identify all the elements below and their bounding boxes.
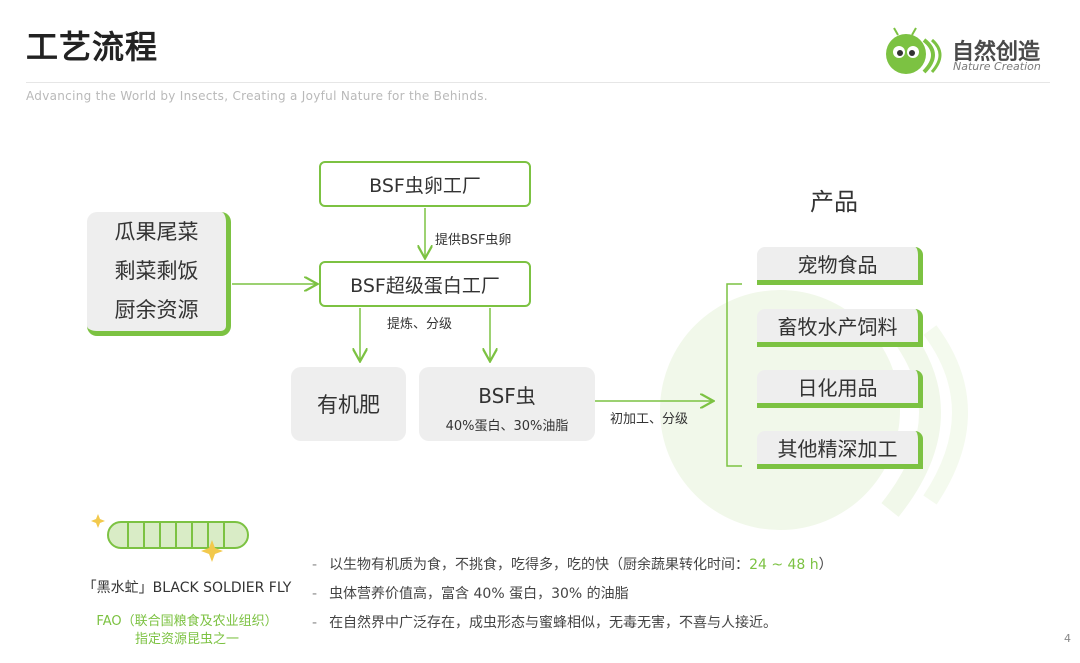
bullet-text: 在自然界中广泛存在，成虫形态与蜜蜂相似，无毒无害，不喜与人接近。 bbox=[329, 615, 778, 631]
page-subtitle: Advancing the World by Insects, Creating… bbox=[26, 89, 488, 103]
fao-line: FAO（联合国粮食及农业组织） bbox=[96, 614, 278, 629]
caterpillar-logo-icon bbox=[886, 27, 942, 74]
source-box: 瓜果尾菜 剩菜剩饭 厨余资源 bbox=[87, 212, 231, 336]
bullet-text: ） bbox=[818, 557, 833, 573]
header-divider bbox=[26, 82, 1050, 83]
bsf-name-label: 「黑水虻」BLACK SOLDIER FLY bbox=[82, 580, 292, 596]
bullet-item: -以生物有机质为食，不挑食，吃得多，吃的快（厨余蔬果转化时间：24 ~ 48 h… bbox=[312, 554, 833, 574]
protein-factory-box: BSF超级蛋白工厂 bbox=[319, 261, 531, 307]
bullet-text: 虫体营养价值高，富含 40% 蛋白，30% 的油脂 bbox=[329, 586, 629, 602]
bullet-dash: - bbox=[312, 557, 318, 573]
fertilizer-box: 有机肥 bbox=[291, 367, 406, 441]
egg-factory-box: BSF虫卵工厂 bbox=[319, 161, 531, 207]
source-line: 剩菜剩饭 bbox=[114, 259, 199, 283]
bullet-item: -在自然界中广泛存在，成虫形态与蜜蜂相似，无毒无害，不喜与人接近。 bbox=[312, 612, 777, 632]
insect-title: BSF虫 bbox=[478, 384, 536, 408]
products-title: 产品 bbox=[810, 188, 858, 216]
product-item: 宠物食品 bbox=[757, 247, 923, 285]
process-label: 初加工、分级 bbox=[610, 412, 689, 427]
insect-detail: 40%蛋白、30%油脂 bbox=[445, 419, 569, 434]
bullet-dash: - bbox=[312, 586, 318, 602]
logo-text: 自然创造 bbox=[952, 40, 1041, 65]
fao-line: 指定资源昆虫之一 bbox=[134, 632, 239, 647]
product-item: 畜牧水产饲料 bbox=[757, 309, 923, 347]
product-item: 日化用品 bbox=[757, 370, 923, 408]
larva-illustration-icon bbox=[91, 514, 249, 562]
page-title: 工艺流程 bbox=[26, 28, 159, 66]
source-line: 厨余资源 bbox=[114, 298, 199, 322]
refine-label: 提炼、分级 bbox=[387, 317, 453, 332]
product-item: 其他精深加工 bbox=[757, 431, 923, 469]
bullet-highlight: 24 ~ 48 h bbox=[749, 557, 819, 573]
products-bracket bbox=[726, 283, 742, 467]
egg-supply-label: 提供BSF虫卵 bbox=[435, 233, 512, 248]
bullet-item: -虫体营养价值高，富含 40% 蛋白，30% 的油脂 bbox=[312, 583, 629, 603]
page-number: 4 bbox=[1064, 632, 1071, 645]
insect-box: BSF虫 40%蛋白、30%油脂 bbox=[419, 367, 595, 441]
bullet-dash: - bbox=[312, 615, 318, 631]
logo-subtext: Nature Creation bbox=[953, 60, 1041, 73]
source-line: 瓜果尾菜 bbox=[114, 220, 199, 244]
bullet-text: 以生物有机质为食，不挑食，吃得多，吃的快（厨余蔬果转化时间： bbox=[329, 557, 750, 573]
